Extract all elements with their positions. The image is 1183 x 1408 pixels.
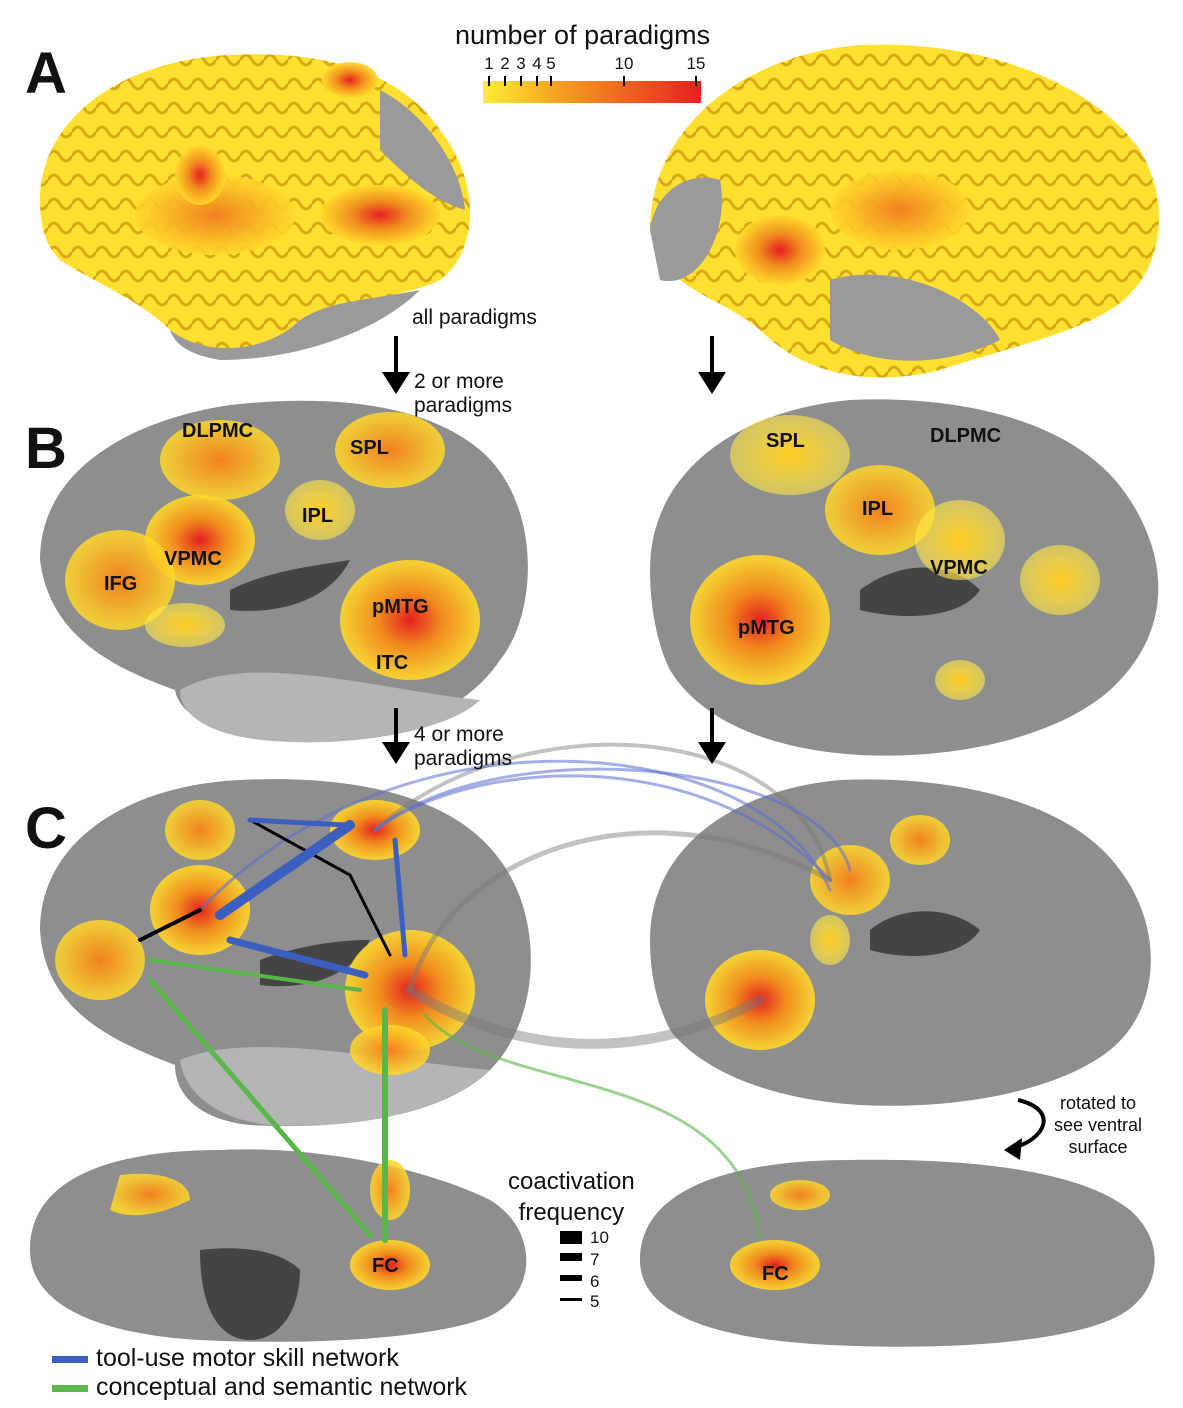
note-line: surface (1068, 1137, 1128, 1157)
region-label: DLPMC (182, 420, 254, 442)
brain-b-left (40, 400, 528, 743)
colorbar-tick: 10 (614, 54, 634, 73)
rotate-arrowhead-icon (1004, 1138, 1022, 1160)
panel-label-c: C (25, 796, 67, 861)
coactivation-title-line: frequency (518, 1199, 625, 1226)
colorbar-tick: 15 (686, 54, 706, 73)
legend-label: tool-use motor skill network (96, 1344, 399, 1372)
note-line: paradigms (414, 394, 513, 417)
coactivation-level: 7 (590, 1250, 600, 1269)
colorbar (483, 81, 701, 103)
region-label: VPMC (164, 548, 222, 570)
note-line: see ventral (1054, 1115, 1143, 1135)
note-all-paradigms: all paradigms (412, 306, 537, 329)
legend-blue-network: tool-use motor skill network (52, 1344, 399, 1373)
brain-ventral-left (30, 1149, 527, 1342)
colorbar-tick: 4 (532, 54, 542, 73)
note-line: 4 or more (414, 723, 504, 746)
down-arrow-icon (698, 708, 726, 764)
region-label: DLPMC (930, 425, 1002, 447)
coactivation-title-line: coactivation (508, 1168, 635, 1195)
colorbar-tick: 5 (546, 54, 556, 73)
down-arrow-icon (698, 336, 726, 394)
legend-green-network: conceptual and semantic network (52, 1373, 467, 1402)
coactivation-level: 6 (590, 1272, 600, 1291)
colorbar-tick: 3 (516, 54, 526, 73)
colorbar-tick: 2 (500, 54, 510, 73)
region-label: IPL (302, 505, 334, 527)
region-label: IFG (104, 573, 138, 595)
colorbar-title: number of paradigms (455, 20, 711, 50)
brain-c-right (650, 779, 1151, 1106)
region-label: ITC (376, 652, 409, 674)
down-arrow-icon (382, 336, 410, 394)
brain-b-right (650, 399, 1159, 756)
coactivation-bar (560, 1253, 582, 1261)
brain-ventral-right (640, 1159, 1155, 1347)
coactivation-bar (560, 1231, 582, 1244)
note-four-or-more: 4 or more paradigms (414, 723, 512, 771)
panel-label-a: A (25, 41, 67, 106)
rotate-arrow-icon (1011, 1098, 1046, 1150)
region-label: SPL (766, 430, 805, 452)
legend-label: conceptual and semantic network (96, 1373, 468, 1401)
brain-a-left (40, 54, 470, 360)
note-rotated: rotated to see ventral surface (1054, 1092, 1142, 1158)
colorbar-tick: 1 (484, 54, 494, 73)
panel-label-b: B (25, 416, 67, 481)
region-label-fc: FC (762, 1263, 789, 1285)
coactivation-level: 5 (590, 1292, 600, 1311)
coactivation-level: 10 (590, 1228, 609, 1247)
down-arrow-icon (382, 708, 410, 764)
region-label: SPL (350, 437, 389, 459)
note-line: 2 or more (414, 370, 504, 393)
region-label: VPMC (930, 557, 988, 579)
region-label-fc: FC (372, 1255, 399, 1277)
note-two-or-more: 2 or more paradigms (414, 370, 512, 418)
coactivation-bar (560, 1275, 582, 1281)
connection-lines (138, 742, 852, 1243)
note-line: paradigms (414, 747, 513, 770)
region-label: IPL (862, 498, 894, 520)
coactivation-title: coactivation frequency (508, 1166, 635, 1228)
legend-swatch-green (52, 1384, 88, 1392)
region-label: pMTG (738, 617, 795, 639)
coactivation-bar (560, 1298, 582, 1301)
note-line: rotated to (1060, 1093, 1137, 1113)
region-label: pMTG (372, 596, 429, 618)
legend-swatch-blue (52, 1355, 88, 1363)
brain-a-right (650, 44, 1160, 378)
colorbar-ticks (488, 76, 697, 86)
